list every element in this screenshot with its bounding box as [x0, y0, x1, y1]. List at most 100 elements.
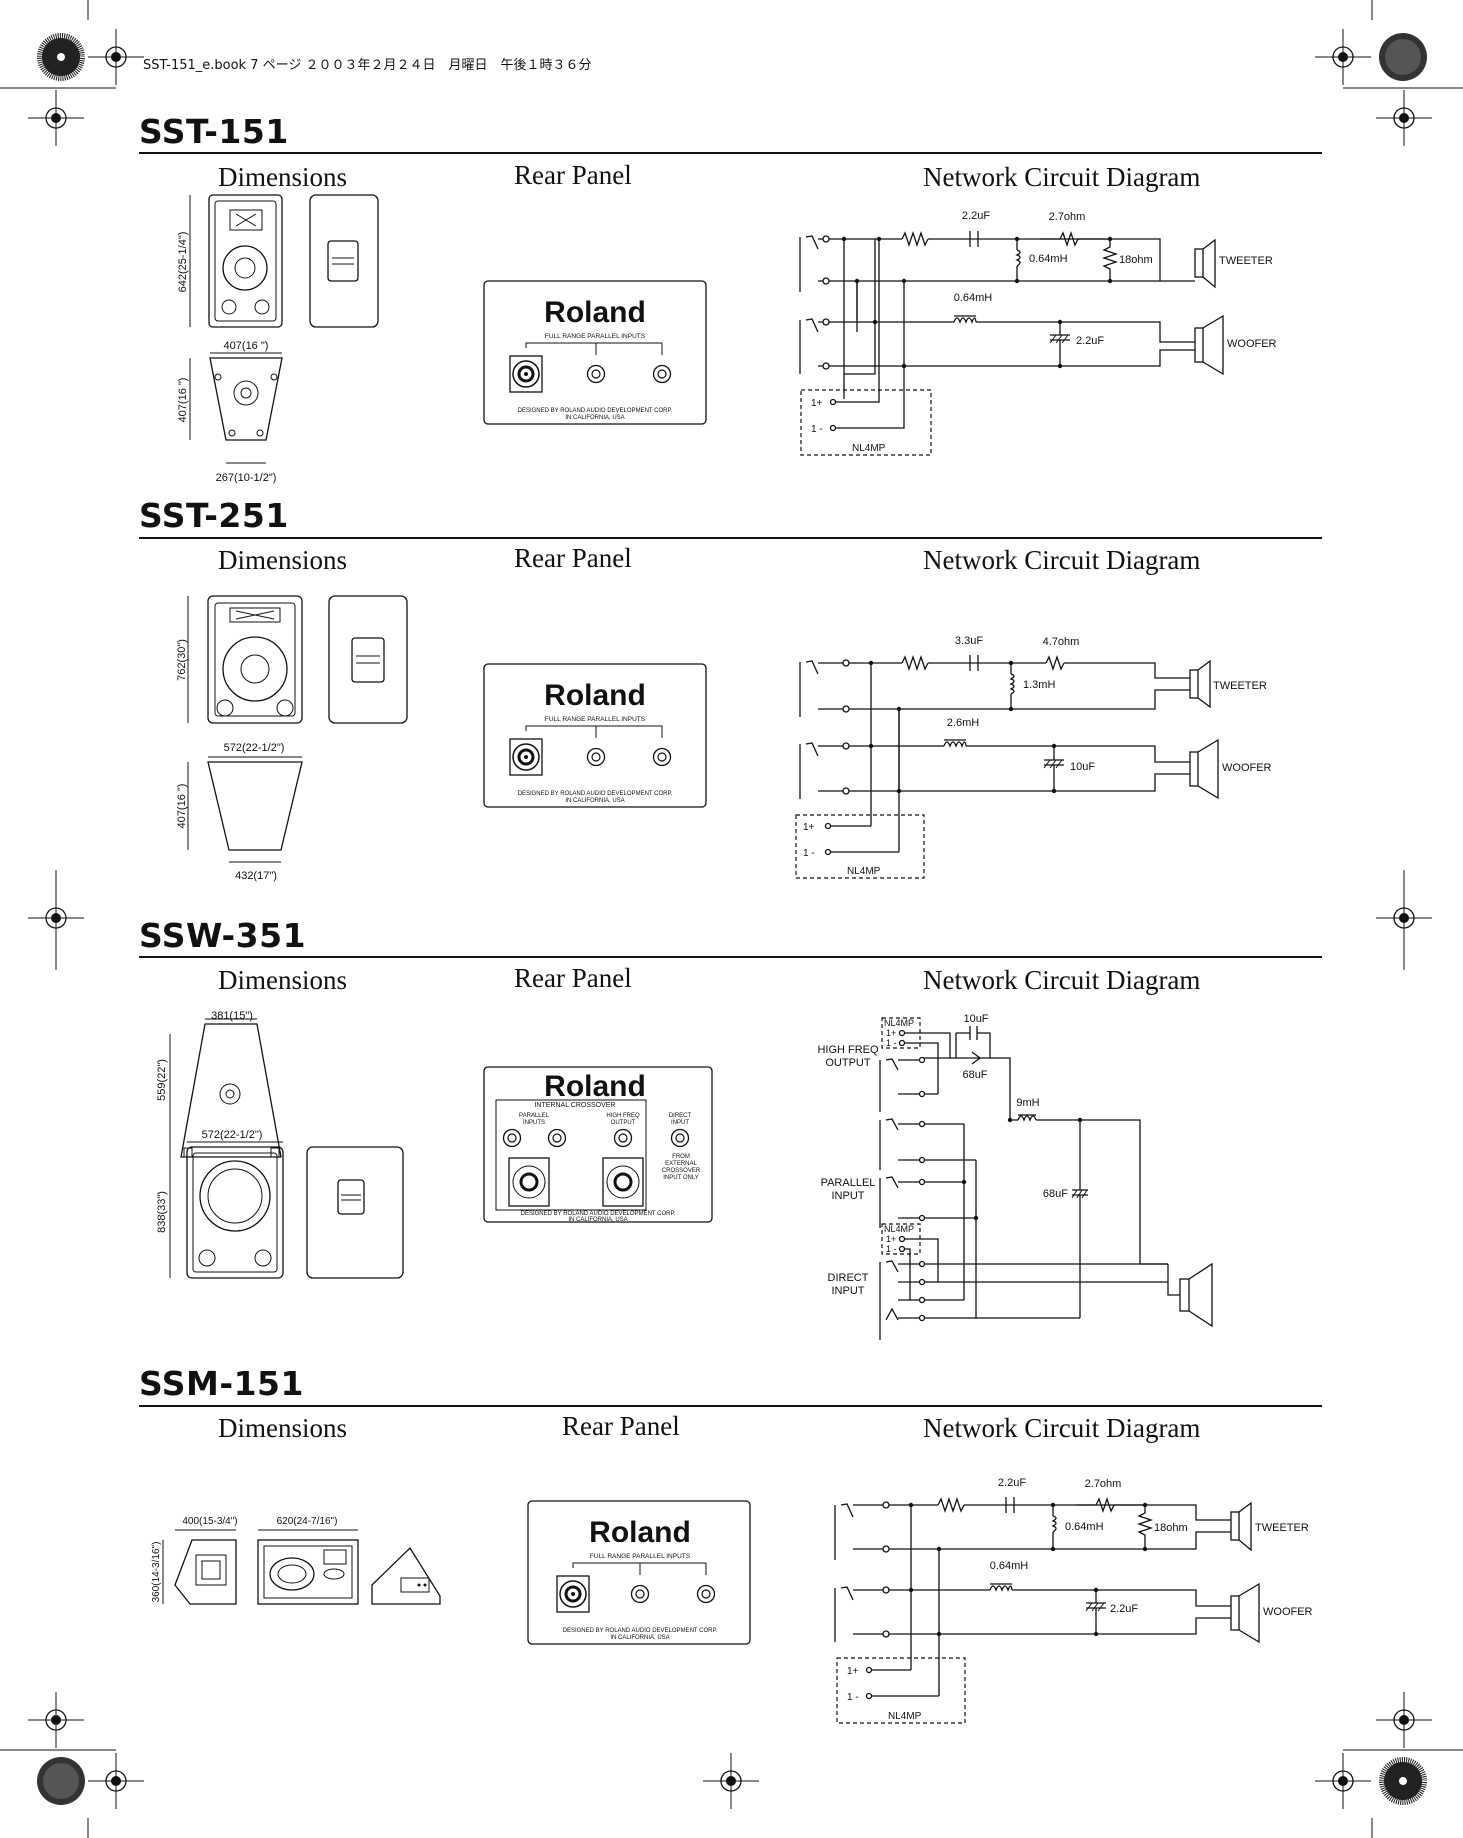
ind-2: 0.64mH — [990, 1560, 1029, 1572]
cap-1: 3.3uF — [955, 635, 983, 647]
panel-inputs-label: FULL RANGE PARALLEL INPUTS — [545, 716, 646, 723]
col-header-circuit: Network Circuit Diagram — [923, 1413, 1201, 1443]
circuit-ssw351: NL4MP 1+ 1 - 10uF 68uF HIGH FREQ OUTPUT … — [817, 1013, 1213, 1340]
conn-minus: 1 - — [811, 424, 823, 435]
dimensions-drawing-ssw351: 381(15") 559(22") 572(22-1/2") 838(33") — [156, 1010, 404, 1279]
high-label: HIGH FREQ — [817, 1044, 879, 1056]
panel-inputs-label: FULL RANGE PARALLEL INPUTS — [545, 333, 646, 340]
page-header-text: SST-151_e.book 7 ページ ２００３年２月２４日 月曜日 午後１時… — [143, 58, 592, 73]
cap-1: 10uF — [963, 1013, 988, 1025]
panel-credit: DESIGNED BY ROLAND AUDIO DEVELOPMENT COR… — [563, 1628, 718, 1634]
dim-depth: 407(16 ") — [177, 378, 189, 423]
direct-label: INPUT — [671, 1120, 689, 1126]
conn-plus: 1+ — [886, 1028, 896, 1038]
cap-2: 68uF — [962, 1069, 987, 1081]
dimensions-drawing-sst251: 762(30") 572(22-1/2") 407(16 ") 432(17") — [176, 595, 408, 882]
woofer-label: WOOFER — [1222, 762, 1272, 774]
dimensions-drawing-sst151: 642(25-1/4") 407(16 ") 407(16 ") 267(10-… — [177, 194, 379, 484]
conn-name: NL4MP — [884, 1224, 914, 1234]
dim-bottom: 267(10-1/2") — [216, 472, 277, 484]
ind-1: 0.64mH — [1065, 1521, 1104, 1533]
col-header-dimensions: Dimensions — [218, 1413, 348, 1443]
panel-credit: DESIGNED BY ROLAND AUDIO DEVELOPMENT COR… — [521, 1211, 676, 1217]
res-2: 18ohm — [1154, 1522, 1188, 1534]
col-header-rear-panel: Rear Panel — [562, 1411, 680, 1441]
dim-top-height: 559(22") — [156, 1059, 168, 1101]
conn-minus: 1 - — [886, 1038, 897, 1048]
panel-credit: DESIGNED BY ROLAND AUDIO DEVELOPMENT COR… — [518, 791, 673, 797]
woofer-label: WOOFER — [1263, 1606, 1313, 1618]
panel-inputs-label: FULL RANGE PARALLEL INPUTS — [590, 1553, 691, 1560]
circuit-sst151: 2.2uF 2.7ohm 0.64mH 18ohm TWEETER 0.64mH… — [799, 210, 1277, 456]
parallel-label: PARALLEL — [519, 1113, 550, 1119]
cap-2: 2.2uF — [1110, 1603, 1138, 1615]
panel-credit: IN CALIFORNIA, USA — [565, 798, 624, 804]
dim-width: 572(22-1/2") — [224, 742, 285, 754]
external-label: INPUT ONLY — [663, 1175, 698, 1181]
tweeter-label: TWEETER — [1219, 255, 1273, 267]
res-1: 2.7ohm — [1049, 211, 1086, 223]
brand-logo: Roland — [589, 1516, 691, 1549]
brand-logo: Roland — [544, 1070, 646, 1103]
direct-label: INPUT — [832, 1285, 865, 1297]
dim-depth: 407(16 ") — [176, 784, 188, 829]
panel-credit: IN CALIFORNIA, USA — [565, 415, 624, 421]
parallel-label: INPUTS — [523, 1120, 545, 1126]
parallel-label: INPUT — [832, 1190, 865, 1202]
dimensions-drawing-ssm151: 400(15-3/4") 620(24-7/16") 360(14-3/16") — [151, 1516, 441, 1605]
dim-width: 407(16 ") — [224, 340, 269, 352]
conn-name: NL4MP — [847, 866, 881, 877]
dim-top-width: 381(15") — [211, 1010, 253, 1022]
section-title-ssm151: SSM-151 — [139, 1364, 304, 1403]
brand-logo: Roland — [544, 296, 646, 329]
col-header-circuit: Network Circuit Diagram — [923, 162, 1201, 192]
conn-name: NL4MP — [852, 443, 886, 454]
cap-2: 10uF — [1070, 761, 1095, 773]
rear-panel-sst151: Roland FULL RANGE PARALLEL INPUTS DESIGN… — [483, 280, 707, 425]
res-2: 18ohm — [1119, 254, 1153, 266]
rear-panel-ssw351: Roland INTERNAL CROSSOVER PARALLEL INPUT… — [483, 1066, 713, 1223]
direct-label: DIRECT — [669, 1113, 692, 1119]
panel-credit: IN CALIFORNIA, USA — [610, 1635, 669, 1641]
dim-bottom: 432(17") — [235, 870, 277, 882]
direct-label: DIRECT — [828, 1272, 869, 1284]
tweeter-label: TWEETER — [1255, 1522, 1309, 1534]
external-label: FROM — [672, 1154, 690, 1160]
ind-2: 2.6mH — [947, 717, 979, 729]
res-1: 2.7ohm — [1085, 1478, 1122, 1490]
cap-2: 2.2uF — [1076, 335, 1104, 347]
section-rule — [139, 152, 1322, 154]
dim-height: 642(25-1/4") — [177, 232, 189, 293]
cap-1: 2.2uF — [962, 210, 990, 222]
conn-name: NL4MP — [884, 1018, 914, 1028]
cap-1: 2.2uF — [998, 1477, 1026, 1489]
section-rule — [139, 537, 1322, 539]
ind-2: 0.64mH — [954, 292, 993, 304]
conn-minus: 1 - — [847, 1692, 859, 1703]
col-header-dimensions: Dimensions — [218, 162, 348, 192]
crossover-label: INTERNAL CROSSOVER — [534, 1102, 615, 1109]
rear-panel-ssm151: Roland FULL RANGE PARALLEL INPUTS DESIGN… — [527, 1500, 751, 1645]
circuit-ssm151: 2.2uF 2.7ohm 0.64mH 18ohm TWEETER 0.64mH… — [834, 1477, 1313, 1724]
conn-plus: 1+ — [847, 1666, 859, 1677]
conn-plus: 1+ — [803, 822, 815, 833]
high-label: OUTPUT — [825, 1057, 871, 1069]
dim-width: 572(22-1/2") — [202, 1129, 263, 1141]
circuit-sst251: 3.3uF 4.7ohm 1.3mH TWEETER 2.6mH 10uF WO… — [795, 635, 1272, 879]
panel-credit: DESIGNED BY ROLAND AUDIO DEVELOPMENT COR… — [518, 408, 673, 414]
ind-1: 0.64mH — [1029, 253, 1068, 265]
col-header-rear-panel: Rear Panel — [514, 543, 632, 573]
col-header-circuit: Network Circuit Diagram — [923, 545, 1201, 575]
ind-1: 1.3mH — [1023, 679, 1055, 691]
col-header-rear-panel: Rear Panel — [514, 160, 632, 190]
cap-3: 68uF — [1043, 1188, 1068, 1200]
conn-plus: 1+ — [811, 398, 823, 409]
dim-height: 838(33") — [156, 1191, 168, 1233]
highfreq-label: HIGH FREQ — [606, 1113, 640, 1119]
res-1: 4.7ohm — [1043, 636, 1080, 648]
rear-panel-sst251: Roland FULL RANGE PARALLEL INPUTS DESIGN… — [483, 663, 707, 808]
section-rule — [139, 956, 1322, 958]
dim-width-1: 400(15-3/4") — [182, 1516, 237, 1527]
